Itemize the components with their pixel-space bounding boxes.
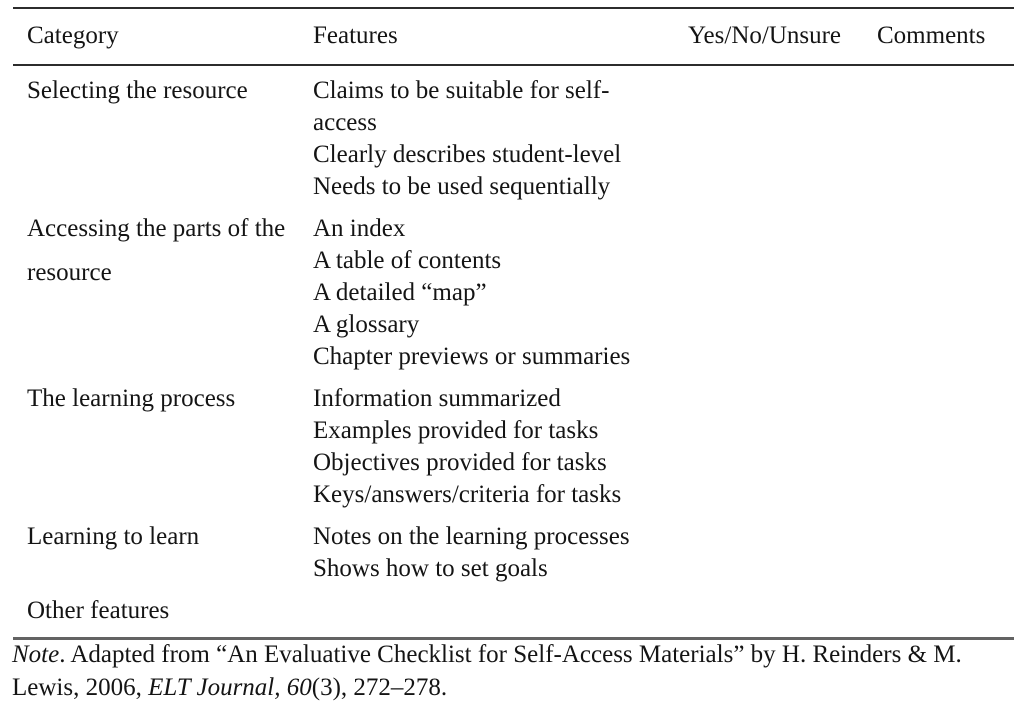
checklist-table: Category Features Yes/No/Unsure Comments…: [13, 7, 1014, 640]
feature-item: An index: [313, 215, 406, 242]
table-header-row: Category Features Yes/No/Unsure Comments: [13, 9, 1014, 64]
table-header-rule: [13, 64, 1014, 66]
feature-item: Chapter previews or summaries: [313, 343, 631, 370]
comments-cell: [877, 383, 1014, 511]
features-cell: [313, 595, 688, 633]
feature-item: Keys/answers/criteria for tasks: [313, 481, 622, 508]
table-body: Selecting the resource Claims to be suita…: [13, 66, 1014, 637]
table-top-rule: [13, 7, 1014, 9]
column-header-comments: Comments: [877, 22, 986, 49]
yes-no-unsure-cell: [688, 75, 877, 203]
feature-item: Notes on the learning processes: [313, 523, 630, 550]
category-cell: The learning process: [27, 385, 236, 412]
comments-cell: [877, 213, 1014, 373]
feature-item: Clearly describes student-level: [313, 141, 622, 168]
yes-no-unsure-cell: [688, 521, 877, 585]
feature-item: Examples provided for tasks: [313, 417, 599, 444]
table-row: Selecting the resource Claims to be suita…: [13, 75, 1014, 203]
feature-item: A glossary: [313, 311, 420, 338]
yes-no-unsure-cell: [688, 383, 877, 511]
comments-cell: [877, 75, 1014, 203]
note-segment: . Adapted from “An Evaluative Checklist …: [12, 641, 962, 701]
comments-cell: [877, 521, 1014, 585]
table-row: The learning process Information summariz…: [13, 383, 1014, 511]
table-row: Learning to learn Notes on the learning p…: [13, 521, 1014, 585]
feature-item: Information summarized: [313, 385, 561, 412]
column-header-category: Category: [27, 22, 119, 49]
category-cell: Other features: [27, 597, 170, 624]
table-bottom-rule: [13, 637, 1014, 640]
category-cell: Selecting the resource: [27, 77, 248, 104]
feature-item: Needs to be used sequentially: [313, 173, 611, 200]
note-segment: (3), 272–278.: [311, 674, 448, 701]
yes-no-unsure-cell: [688, 213, 877, 373]
category-cell: Accessing the parts of the resource: [27, 215, 286, 286]
feature-item: Shows how to set goals: [313, 555, 548, 582]
feature-item: Claims to be suitable for self-access: [313, 77, 610, 136]
category-cell: Learning to learn: [27, 523, 200, 550]
table-note: Note. Adapted from “An Evaluative Checkl…: [12, 638, 1014, 703]
feature-item: A detailed “map”: [313, 279, 487, 306]
note-italic-segment: ELT Journal, 60: [148, 674, 312, 701]
comments-cell: [877, 595, 1014, 633]
features-cell: An index A table of contents A detailed “m…: [313, 213, 688, 373]
note-italic-segment: Note: [12, 641, 60, 668]
table-row: Other features: [13, 595, 1014, 633]
table-row: Accessing the parts of the resource An in…: [13, 213, 1014, 373]
yes-no-unsure-cell: [688, 595, 877, 633]
feature-item: A table of contents: [313, 247, 502, 274]
column-header-features: Features: [313, 22, 398, 49]
column-header-yes-no-unsure: Yes/No/Unsure: [688, 22, 842, 49]
feature-item: Objectives provided for tasks: [313, 449, 607, 476]
